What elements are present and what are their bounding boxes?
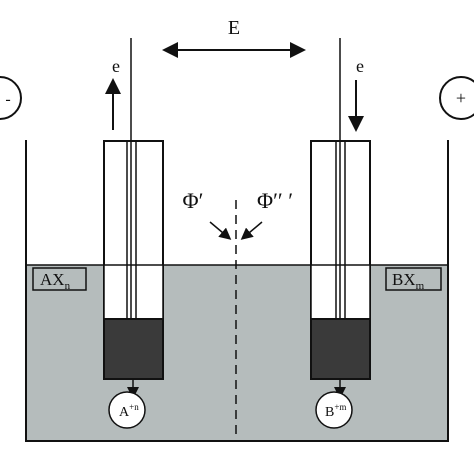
right-solution-label: BXm bbox=[392, 270, 425, 292]
negative-terminal-label: - bbox=[5, 91, 10, 108]
negative-terminal-circle bbox=[0, 76, 22, 120]
right-solution-label-box bbox=[385, 267, 442, 291]
phi-prime-label: Φ′ bbox=[183, 188, 204, 213]
left-solution-label: AXn bbox=[40, 270, 71, 292]
cell-container bbox=[25, 140, 449, 442]
left-solution-label-base: AX bbox=[40, 270, 65, 289]
positive-terminal-label: + bbox=[456, 88, 466, 108]
right-electrode bbox=[310, 38, 371, 380]
cation-b-label: B+m bbox=[325, 402, 346, 420]
left-electrode-tip bbox=[103, 318, 164, 380]
right-electrode-tip bbox=[310, 318, 371, 380]
phi-prime-arrow bbox=[209, 221, 232, 240]
phi-double-prime-arrow bbox=[240, 221, 263, 240]
electron-label-left: e bbox=[112, 56, 120, 76]
cation-b-circle bbox=[315, 391, 353, 429]
electron-label-right: e bbox=[356, 56, 364, 76]
cation-b-label-sup: +m bbox=[334, 402, 346, 412]
left-solution-label-sub: n bbox=[65, 280, 71, 292]
cation-a-label: A+n bbox=[119, 402, 139, 420]
cation-a-label-sup: +n bbox=[129, 402, 139, 412]
right-solution-label-sub: m bbox=[416, 280, 425, 292]
electrolyte-solution bbox=[26, 265, 448, 441]
cation-b-label-base: B bbox=[325, 405, 334, 420]
phi-double-prime-label: Φ′′ ′ bbox=[257, 188, 293, 213]
cation-a-circle bbox=[108, 391, 146, 429]
potential-difference-label: E bbox=[228, 17, 240, 39]
left-solution-label-box bbox=[32, 267, 87, 291]
cation-a-label-base: A bbox=[119, 405, 130, 420]
right-solution-label-base: BX bbox=[392, 270, 416, 289]
left-electrode bbox=[103, 38, 164, 380]
positive-terminal-circle bbox=[439, 76, 474, 120]
